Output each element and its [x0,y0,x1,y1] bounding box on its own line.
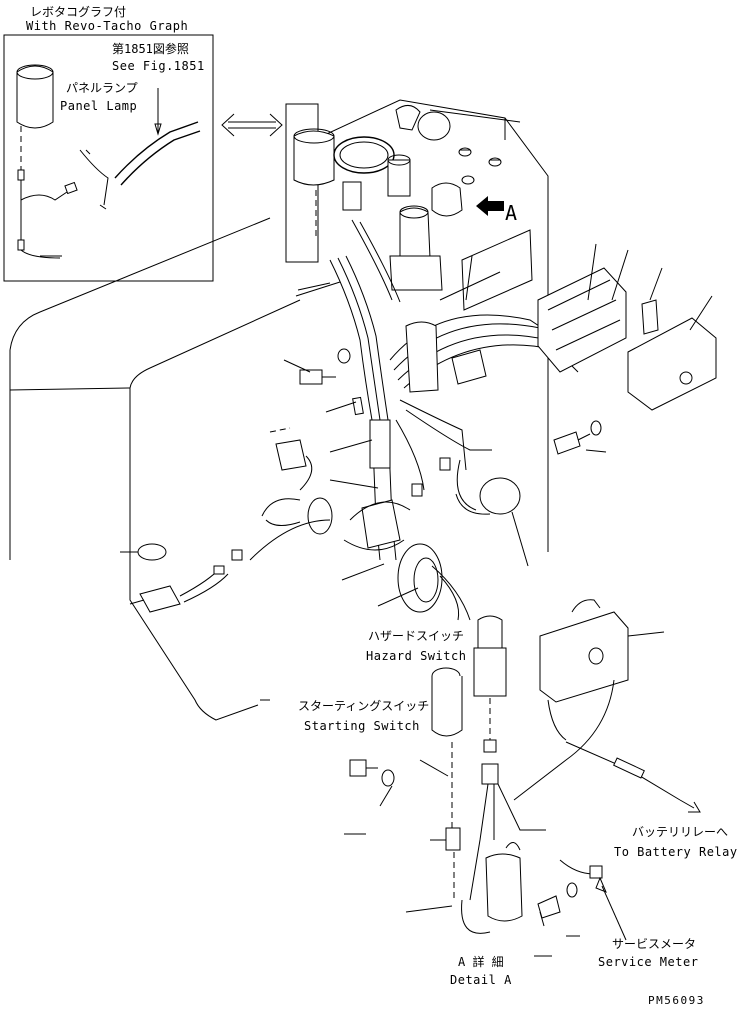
drawing-number: PM56093 [648,994,705,1007]
washer-icon [381,769,395,787]
bolt-icon [553,431,581,455]
console-housing [9,217,331,721]
relay-icon [451,349,487,385]
detail-label-en: Detail A [450,973,512,987]
large-grommet-icon [397,543,443,613]
detail-a: A 詳 細 Detail A [445,742,627,987]
connector-icon [445,827,461,851]
flasher-icon [405,321,439,393]
bolt-icon [349,759,367,777]
fuel-dial-icon [417,111,451,141]
detail-label-jp: A 詳 細 [458,954,504,969]
inset-lamp-en: Panel Lamp [60,99,137,113]
indicator-lamp-icon [342,181,362,211]
inset-ref-jp: 第1851図参照 [112,41,189,56]
washer-icon [566,882,578,898]
toggle-switch-icon [139,585,181,613]
washer-icon [590,420,602,436]
inset-box: レボタコグラフ付 With Revo-Tacho Graph 第1851図参照 … [3,5,214,282]
washer-icon [337,348,351,364]
service-meter-icon [485,853,523,922]
buzzer-icon [479,477,521,515]
tacho-unit [513,599,701,813]
view-arrow-icon [476,196,504,216]
harness-ring [333,136,395,174]
hazard-switch: ハザードスイッチ Hazard Switch [366,615,507,753]
fuse-box-cover [627,317,717,411]
starting-label-jp: スターティングスイッチ [298,699,429,713]
double-arrow-icon [221,113,283,137]
view-marker: A [505,201,517,225]
indicator-lamp-icon [387,159,411,197]
fuse-box [537,267,717,411]
revo-tacho-icon [293,130,335,186]
column-switch-icon [399,207,431,259]
bolt-icon [537,895,561,919]
meter-label-jp: サービスメータ [612,937,696,951]
meter-label-en: Service Meter [598,955,698,969]
main-harness [329,219,579,561]
inset-title-jp: レボタコグラフ付 [30,5,126,19]
tacho-unit-icon [539,611,629,703]
inset-harness [79,88,201,210]
starting-label-en: Starting Switch [304,719,420,733]
top-components: A [293,105,517,291]
bolts [299,348,602,919]
center-components [343,321,521,621]
fuse-icon [641,299,659,335]
hazard-label-jp: ハザードスイッチ [368,629,464,643]
inset-ref-en: See Fig.1851 [112,59,205,73]
grommet-icon [307,497,333,535]
relay-icon [275,439,307,471]
left-components [137,427,333,613]
hazard-switch-icon [477,615,503,651]
leader-lines [40,243,713,957]
starting-switch: スターティングスイッチ Starting Switch [298,667,463,737]
battery-label-jp: バッテリリレーへ [632,825,728,839]
knob-icon [431,182,463,217]
bolt-icon [299,369,323,385]
battery-label-en: To Battery Relay [614,845,738,859]
washer-icon [137,543,167,561]
panel-lamp-icon [16,64,78,259]
inset-lamp-jp: パネルランプ [66,81,138,95]
inset-title-en: With Revo-Tacho Graph [26,19,188,33]
hazard-label-en: Hazard Switch [366,649,466,663]
